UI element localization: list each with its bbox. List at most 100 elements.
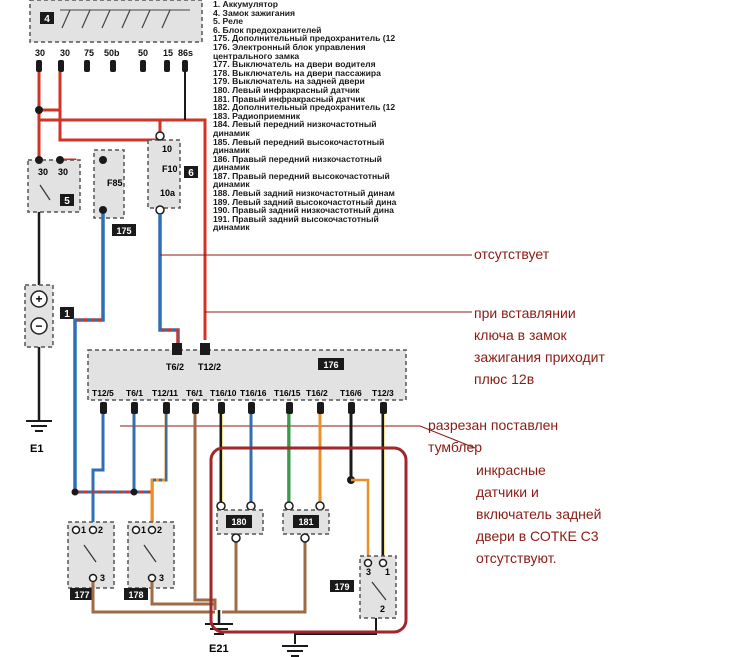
ecu-pin-t16-10: T16/10 [210, 388, 237, 398]
ecu-pin-t12-11: T12/11 [152, 388, 178, 398]
ignition-pin-15: 15 [163, 48, 173, 58]
legend-line: динамик [213, 179, 250, 190]
legend-line: 5. Реле [213, 16, 243, 27]
note-ir-absent: инкрасные датчики и включатель задней дв… [476, 459, 602, 569]
legend-line: 179. Выключатель на задней двери [213, 76, 365, 87]
note-plus-line-3: зажигания приходит [474, 349, 605, 365]
fuse-175-id: 175 [116, 226, 131, 236]
note-plus-line-1: при вставлянии [474, 305, 576, 321]
sw179-pin3: 3 [366, 567, 371, 577]
ecu-pin-t6-1a: T6/1 [126, 388, 143, 398]
ground-e1-label: E1 [30, 443, 43, 455]
sw177-pin1: 1 [81, 525, 86, 535]
ecu-pin-t12-2: T12/2 [198, 362, 221, 372]
sw179-pin1: 1 [385, 567, 390, 577]
fuse-block-id: 6 [188, 168, 194, 179]
ignition-pin-75: 75 [84, 48, 94, 58]
ignition-pin-86s: 86s [178, 48, 193, 58]
legend-line: динамик [213, 127, 250, 138]
note-ir-line-5: отсутствуют. [476, 550, 557, 566]
legend-line: 180. Левый инфракрасный датчик [213, 84, 360, 95]
relay-pin-30a: 30 [38, 167, 48, 177]
legend-line: 175. Дополнительный предохранитель (12 [213, 33, 396, 44]
ecu-pin-t16-16: T16/16 [240, 388, 267, 398]
fuse-block-bottom: 10a [160, 188, 176, 198]
note-cut-switch: разрезан поставлен тумблер [428, 414, 558, 458]
svg-text:+: + [35, 292, 42, 306]
control-unit-176: T6/2 T12/2 176 [87, 343, 407, 401]
legend-line: 1. Аккумулятор [213, 0, 279, 9]
ecu-id: 176 [323, 360, 338, 370]
sw178-pin3: 3 [159, 573, 164, 583]
note-absent: отсутствует [474, 243, 549, 265]
fuse-175: F85 175 [93, 149, 136, 236]
fuse-block: 10 F10 10a 6 [147, 131, 198, 215]
rear-door-switch-179: 3 1 2 179 [330, 555, 397, 619]
note-plus-line-2: ключа в замок [474, 327, 567, 343]
legend-line: динамик [213, 162, 250, 173]
sw179-pin2: 2 [380, 604, 385, 614]
ignition-switch: 4 [29, 0, 203, 43]
note-ir-line-2: датчики и [476, 484, 539, 500]
sensor180-id: 180 [231, 517, 246, 527]
sw177-pin3: 3 [100, 573, 105, 583]
relay-id: 5 [64, 196, 70, 207]
legend-line: 182. Дополнительный предохранитель (12 [213, 102, 396, 113]
ignition-id: 4 [44, 14, 50, 25]
legend-line: центрального замка [213, 50, 300, 61]
ignition-pin-50b: 50b [104, 48, 120, 58]
note-cut-line-2: тумблер [428, 439, 483, 455]
sw177-pin2: 2 [98, 525, 103, 535]
note-ir-line-4: двери в СОТКЕ С3 [476, 528, 599, 544]
legend-line: 178. Выключатель на двери пассажира [213, 67, 381, 78]
legend-line: 4. Замок зажигания [213, 7, 296, 18]
sensor181-id: 181 [298, 517, 313, 527]
door-switch-177: 1 2 3 177 [67, 521, 115, 600]
legend-line: 191. Правый задний высокочастотный [213, 213, 379, 224]
door-switch-178: 1 2 3 178 [124, 521, 175, 600]
legend-line: 183. Радиоприемник [213, 110, 301, 121]
legend-line: 177. Выключатель на двери водителя [213, 59, 376, 70]
note-cut-line-1: разрезан поставлен [428, 417, 559, 433]
svg-text:−: − [35, 319, 42, 333]
legend-line: 181. Правый инфракрасный датчик [213, 93, 365, 104]
ir-sensor-181: 181 [282, 501, 330, 543]
ecu-pin-t12-3: T12/3 [372, 388, 394, 398]
sw178-pin2: 2 [157, 525, 162, 535]
legend-line: 188. Левый задний низкочастотный динам [213, 188, 395, 199]
highlight-frame [209, 446, 408, 634]
legend-line: 190. Правый задний низкочастотный дина [213, 205, 394, 216]
sw177-id: 177 [74, 590, 89, 600]
note-plus-12v: при вставлянии ключа в замок зажигания п… [474, 302, 605, 390]
ignition-pin-30b: 30 [60, 48, 70, 58]
legend-line: 187. Правый передний высокочастотный [213, 170, 390, 181]
ground-e21-label: E21 [209, 643, 229, 655]
ecu-pin-t16-6: T16/6 [340, 388, 362, 398]
legend-line: динамик [213, 145, 250, 156]
legend-line: 185. Левый передний высокочастотный [213, 136, 385, 147]
ir-sensor-180: 180 [216, 501, 264, 543]
legend-line: 186. Правый передний низкочастотный [213, 153, 382, 164]
ground-e1-icon [26, 420, 52, 432]
ignition-pin-30a: 30 [35, 48, 45, 58]
ecu-pin-t12-5: T12/5 [92, 388, 114, 398]
sw178-pin1: 1 [141, 525, 146, 535]
relay-pin-30b: 30 [58, 167, 68, 177]
battery-id: 1 [64, 309, 70, 320]
sw178-id: 178 [128, 590, 143, 600]
battery: + − 1 [24, 284, 74, 348]
relay: 30 30 5 [27, 156, 81, 213]
ground-rear-icon [282, 645, 308, 657]
ecu-pin-t6-1b: T6/1 [186, 388, 203, 398]
ignition-pin-50: 50 [138, 48, 148, 58]
fuse-175-name: F85 [107, 178, 123, 188]
fuse-block-top: 10 [162, 144, 172, 154]
fuse-block-name: F10 [162, 164, 178, 174]
note-ir-line-1: инкрасные [476, 462, 546, 478]
legend-line: 189. Левый задний высокочастотный дина [213, 196, 397, 207]
legend-line: динамик [213, 222, 250, 233]
ecu-pin-t6-2: T6/2 [166, 362, 184, 372]
ecu-pin-t16-15: T16/15 [274, 388, 301, 398]
